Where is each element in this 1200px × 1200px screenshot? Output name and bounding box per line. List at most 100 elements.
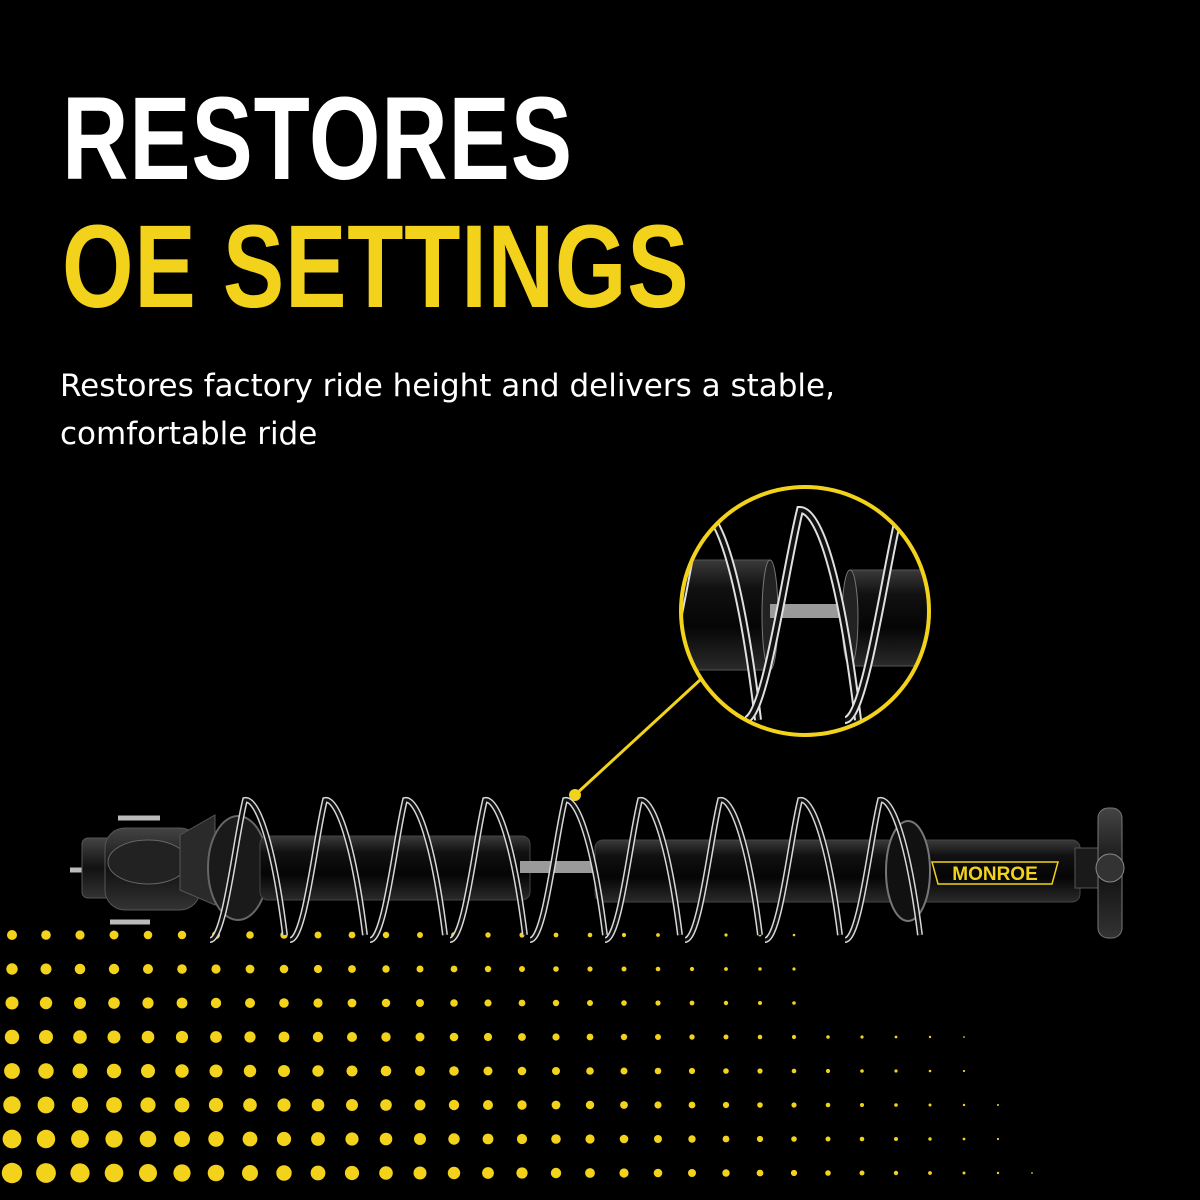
halftone-dot	[312, 1065, 324, 1077]
halftone-dot	[243, 1064, 257, 1078]
halftone-dot	[516, 1167, 528, 1179]
halftone-dot	[1031, 1172, 1033, 1174]
halftone-dot	[928, 1103, 932, 1107]
halftone-dot	[962, 1103, 966, 1107]
halftone-dot	[38, 1063, 54, 1079]
halftone-dot	[7, 930, 17, 940]
spring-coil	[604, 798, 682, 942]
halftone-dot	[242, 1131, 258, 1147]
halftone-dot	[139, 1164, 157, 1182]
halftone-dot	[654, 1067, 662, 1075]
halftone-dot	[382, 965, 390, 973]
spring-coil	[684, 798, 762, 942]
halftone-dot	[414, 1133, 426, 1145]
halftone-dot	[756, 1169, 764, 1177]
halftone-dot	[313, 998, 323, 1008]
halftone-dot	[552, 999, 560, 1007]
halftone-dot	[143, 930, 153, 940]
halftone-dot	[245, 998, 255, 1008]
monroe-logo-text: MONROE	[952, 864, 1038, 885]
halftone-dot	[722, 1169, 730, 1177]
halftone-dot	[722, 1101, 730, 1109]
halftone-dot	[689, 1034, 695, 1040]
halftone-dot	[278, 1031, 290, 1043]
halftone-dot	[41, 930, 51, 940]
halftone-dot	[71, 1096, 89, 1114]
halftone-dot	[413, 1166, 427, 1180]
halftone-dot	[723, 1000, 729, 1006]
halftone-dot	[483, 1066, 493, 1076]
halftone-dot	[483, 1032, 493, 1042]
halftone-dot	[208, 1097, 224, 1113]
halftone-dot	[550, 1167, 562, 1179]
halftone-dot	[379, 1166, 393, 1180]
halftone-dot	[996, 1137, 1000, 1141]
halftone-dot	[518, 999, 526, 1007]
halftone-dot	[210, 997, 222, 1009]
halftone-dot	[415, 1066, 425, 1076]
halftone-dot	[552, 1033, 560, 1041]
halftone-dot	[141, 1030, 155, 1044]
halftone-dot	[6, 963, 18, 975]
halftone-dot	[36, 1163, 56, 1183]
halftone-dot	[74, 997, 86, 1009]
halftone-dot	[894, 1103, 898, 1107]
halftone-dot	[485, 932, 491, 938]
halftone-dot	[996, 1171, 1000, 1175]
halftone-dot	[621, 932, 627, 938]
halftone-dot	[448, 1099, 460, 1111]
halftone-dot	[5, 996, 19, 1010]
halftone-dot	[313, 964, 323, 974]
spring-coil	[289, 798, 367, 942]
halftone-dot	[656, 933, 660, 937]
lens-spring-coil	[744, 507, 860, 722]
halftone-dot	[551, 1134, 561, 1144]
halftone-dot	[209, 1064, 223, 1078]
halftone-dot	[585, 1100, 595, 1110]
halftone-dot	[655, 1034, 661, 1040]
halftone-dot	[587, 932, 593, 938]
halftone-dot	[826, 1035, 830, 1039]
halftone-dot	[484, 965, 492, 973]
halftone-dot	[758, 1001, 762, 1005]
halftone-dot	[620, 1033, 628, 1041]
halftone-dot	[1, 1162, 23, 1184]
halftone-dot	[174, 1131, 190, 1147]
halftone-dot	[415, 1032, 425, 1042]
halftone-dot	[654, 1101, 662, 1109]
halftone-dot	[380, 1065, 392, 1077]
halftone-dot	[348, 931, 356, 939]
halftone-dot	[242, 1165, 258, 1181]
halftone-dot	[173, 1164, 191, 1182]
halftone-dot	[177, 930, 187, 940]
halftone-dot	[928, 1069, 932, 1073]
halftone-dot	[653, 1168, 663, 1178]
halftone-dot	[107, 1030, 121, 1044]
halftone-dot	[962, 1137, 966, 1141]
halftone-dot	[724, 933, 728, 937]
halftone-dot	[894, 1069, 898, 1073]
halftone-dot	[688, 1067, 696, 1075]
halftone-dot	[345, 1132, 359, 1146]
halftone-dot	[792, 967, 796, 971]
halftone-dot	[348, 965, 356, 973]
halftone-dot	[72, 1063, 88, 1079]
halftone-dot	[757, 1102, 763, 1108]
halftone-dot	[380, 1099, 392, 1111]
halftone-dot	[176, 997, 188, 1009]
halftone-dot	[73, 1030, 87, 1044]
halftone-dot	[449, 1032, 459, 1042]
halftone-dot	[586, 1067, 594, 1075]
halftone-dot	[40, 963, 52, 975]
halftone-dot	[243, 1098, 257, 1112]
halftone-dot	[517, 1066, 527, 1076]
halftone-dot	[688, 1135, 696, 1143]
halftone-dot	[347, 1032, 357, 1042]
halftone-dot	[450, 999, 458, 1007]
halftone-dot	[208, 1131, 224, 1147]
halftone-dot	[859, 1136, 865, 1142]
halftone-dot	[382, 931, 390, 939]
halftone-dot	[825, 1102, 831, 1108]
halftone-dot	[928, 1137, 932, 1141]
halftone-dot	[790, 1169, 798, 1177]
